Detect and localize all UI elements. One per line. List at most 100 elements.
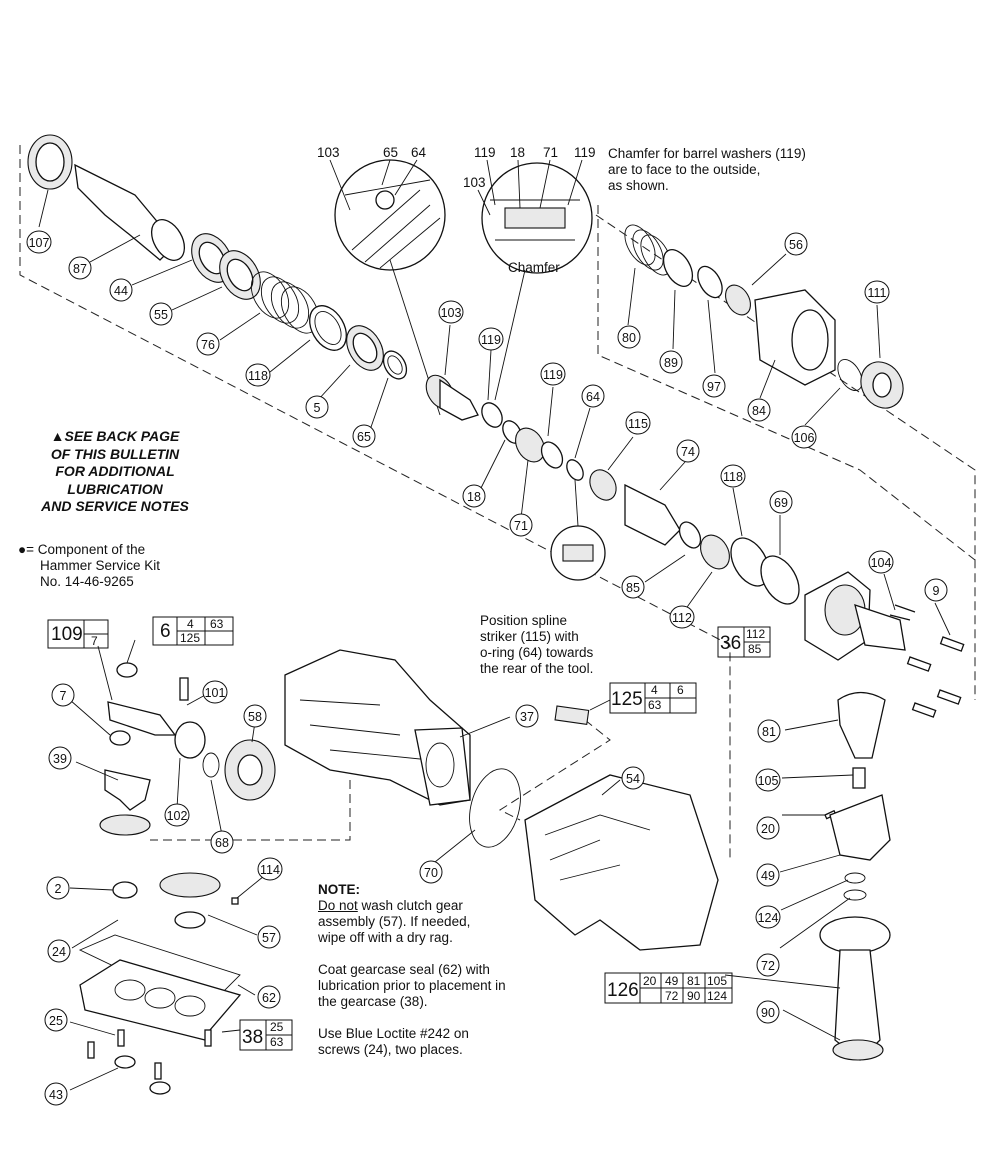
part-callout-57: 57 bbox=[257, 925, 281, 949]
kit-box-6: 6 4 63 125 bbox=[152, 616, 234, 646]
detail-label-103-left: 103 bbox=[317, 145, 340, 160]
spline-note-line: the rear of the tool. bbox=[480, 661, 594, 676]
part-callout-90: 90 bbox=[756, 1000, 780, 1024]
loctite-note-line: Use Blue Loctite #242 on bbox=[318, 1026, 469, 1041]
callout-circle bbox=[257, 985, 281, 1009]
part-callout-112: 112 bbox=[669, 605, 695, 629]
kit-box-126-top-3: 105 bbox=[707, 974, 727, 988]
coat-note-line: lubrication prior to placement in bbox=[318, 978, 506, 993]
note-do-not: Do not bbox=[318, 898, 358, 913]
chamfer-note: Chamfer for barrel washers (119) are to … bbox=[608, 146, 806, 194]
part-callout-55: 55 bbox=[149, 302, 173, 326]
callout-number: 70 bbox=[424, 866, 438, 880]
callout-number: 64 bbox=[586, 390, 600, 404]
callout-circle bbox=[676, 439, 700, 463]
detail-circle-left bbox=[334, 159, 446, 416]
service-kit-note: ●= Component of the Hammer Service Kit N… bbox=[18, 542, 160, 590]
callout-number: 112 bbox=[672, 611, 692, 625]
kit-box-6-main: 6 bbox=[160, 621, 171, 642]
callout-number: 9 bbox=[933, 584, 940, 598]
part-callout-80: 80 bbox=[617, 325, 641, 349]
callout-number: 20 bbox=[761, 822, 775, 836]
front-housing bbox=[804, 571, 965, 718]
part-callout-89: 89 bbox=[659, 350, 683, 374]
callout-circle bbox=[868, 550, 894, 574]
callout-number: 87 bbox=[73, 262, 87, 276]
part-callout-18: 18 bbox=[462, 484, 486, 508]
callout-number: 2 bbox=[55, 882, 62, 896]
chamfer-note-line: Chamfer for barrel washers (119) bbox=[608, 146, 806, 161]
callout-circle bbox=[755, 905, 781, 929]
detail-label-103-right: 103 bbox=[463, 175, 486, 190]
callout-circle bbox=[757, 719, 781, 743]
part-callout-49: 49 bbox=[756, 863, 780, 887]
callout-number: 81 bbox=[762, 725, 776, 739]
callout-number: 107 bbox=[29, 236, 50, 250]
callout-circle bbox=[51, 683, 75, 707]
callout-circle bbox=[109, 278, 133, 302]
callout-number: 24 bbox=[52, 945, 66, 959]
see-back-line: LUBRICATION bbox=[67, 480, 163, 497]
kit-box-6-top-0: 4 bbox=[187, 617, 194, 631]
callout-circle bbox=[756, 953, 780, 977]
kit-box-126-top-2: 81 bbox=[687, 974, 701, 988]
callout-circle bbox=[864, 280, 890, 304]
part-callout-105: 105 bbox=[755, 768, 781, 792]
spline-note-line: o-ring (64) towards bbox=[480, 645, 594, 660]
part-callout-54: 54 bbox=[621, 766, 645, 790]
part-callout-62: 62 bbox=[257, 985, 281, 1009]
kit-box-6-bottom-0: 125 bbox=[180, 631, 200, 645]
callout-number: 7 bbox=[60, 689, 67, 703]
callout-circle bbox=[44, 1082, 68, 1106]
callout-circle bbox=[352, 424, 376, 448]
kit-box-38: 38 25 63 bbox=[239, 1019, 293, 1051]
detail-label-119-b: 119 bbox=[574, 145, 596, 160]
see-back-page-note: ▲SEE BACK PAGE OF THIS BULLETIN FOR ADDI… bbox=[20, 428, 210, 516]
detail-label-65: 65 bbox=[383, 145, 398, 160]
part-callout-65: 65 bbox=[352, 424, 376, 448]
callout-circle bbox=[720, 464, 746, 488]
see-back-line: ▲SEE BACK PAGE bbox=[50, 428, 180, 444]
part-callout-124: 124 bbox=[755, 905, 781, 929]
part-callout-84: 84 bbox=[747, 398, 771, 422]
note-line-1: Do not wash clutch gear bbox=[318, 898, 506, 914]
part-callout-97: 97 bbox=[702, 374, 726, 398]
note-line: wipe off with a dry rag. bbox=[318, 930, 453, 945]
kit-box-126-bottom-1: 72 bbox=[665, 989, 679, 1003]
kit-box-126-top-1: 49 bbox=[665, 974, 679, 988]
part-callout-115: 115 bbox=[625, 411, 651, 435]
callout-circle bbox=[257, 925, 281, 949]
part-callout-81: 81 bbox=[757, 719, 781, 743]
callout-circle bbox=[756, 816, 780, 840]
clutch-note: NOTE: Do not wash clutch gear assembly (… bbox=[318, 882, 506, 1058]
kit-box-6-top-1: 63 bbox=[210, 617, 224, 631]
part-callout-58: 58 bbox=[243, 704, 267, 728]
part-callout-76: 76 bbox=[196, 332, 220, 356]
callout-number: 102 bbox=[167, 809, 188, 823]
part-callout-71: 71 bbox=[509, 513, 533, 537]
spline-striker-note: Position spline striker (115) with o-rin… bbox=[480, 613, 593, 677]
note-spacer bbox=[318, 1010, 506, 1026]
part-callout-7: 7 bbox=[51, 683, 75, 707]
callout-number: 119 bbox=[481, 333, 501, 347]
part-callout-118: 118 bbox=[245, 363, 271, 387]
chamfer-label: Chamfer bbox=[508, 260, 560, 275]
callout-number: 68 bbox=[215, 836, 229, 850]
callout-number: 37 bbox=[520, 710, 534, 724]
part-callout-44: 44 bbox=[109, 278, 133, 302]
callout-number: 115 bbox=[628, 417, 648, 431]
detail-labels: 103 65 64 119 18 71 119 103 Chamfer bbox=[317, 145, 596, 275]
detail-label-119-a: 119 bbox=[474, 145, 496, 160]
callout-number: 56 bbox=[789, 238, 803, 252]
callout-circle bbox=[26, 230, 52, 254]
kit-box-38-sub-0: 25 bbox=[270, 1020, 284, 1034]
callout-circle bbox=[44, 1008, 68, 1032]
dashed-boundaries bbox=[19, 145, 976, 860]
callout-circle bbox=[478, 327, 504, 351]
part-callout-107: 107 bbox=[26, 230, 52, 254]
callout-circle bbox=[581, 384, 605, 408]
callout-number: 85 bbox=[626, 581, 640, 595]
callout-number: 55 bbox=[154, 308, 168, 322]
part-callout-64: 64 bbox=[581, 384, 605, 408]
callout-circle bbox=[625, 411, 651, 435]
